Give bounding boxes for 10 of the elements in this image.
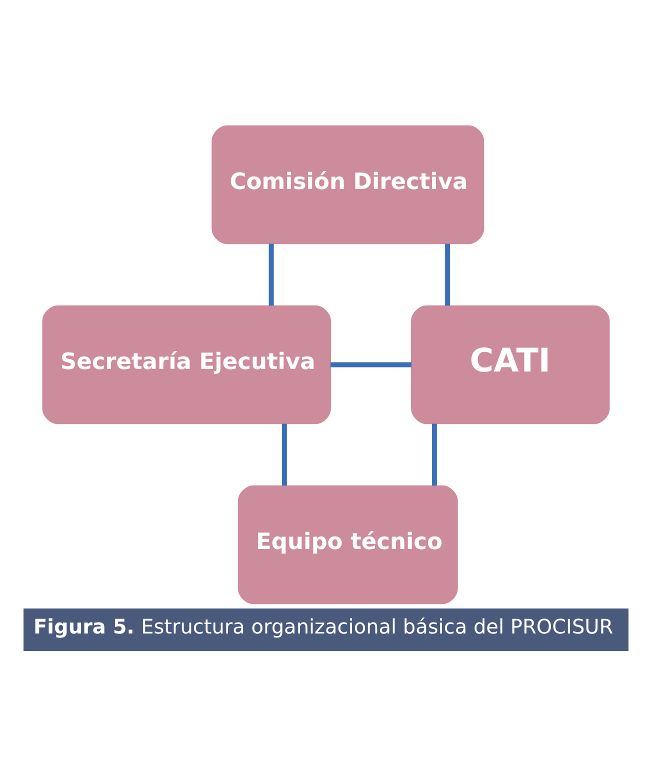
connector: [330, 362, 412, 367]
node-box: Equipo técnico: [238, 484, 458, 604]
node-box: Secretaría Ejecutiva: [42, 304, 331, 424]
connector: [445, 243, 450, 306]
connector: [282, 423, 287, 486]
connector: [268, 243, 274, 306]
node-box: CATI: [411, 304, 610, 424]
node-box: Comisión Directiva: [212, 124, 484, 244]
connector: [432, 423, 437, 486]
caption: Figura 5. Estructura organizacional básica del PROCISUR: [34, 614, 614, 638]
